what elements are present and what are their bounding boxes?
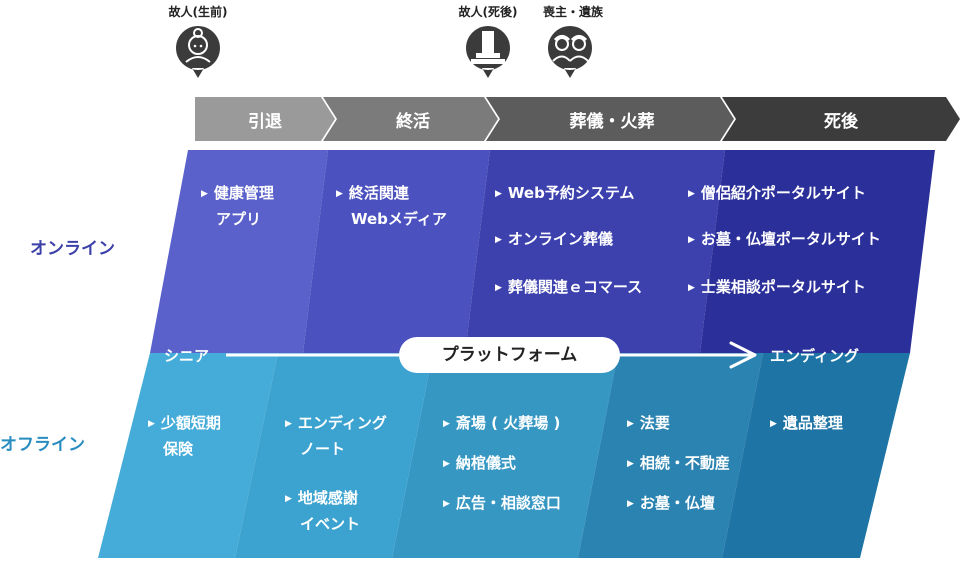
list-item: ▶少額短期保険: [148, 414, 221, 458]
persona-label-deceased-living: 故人(生前): [168, 5, 228, 19]
phase-arrow-retirement: [195, 97, 335, 141]
phase-label-afterlife: 死後: [824, 112, 858, 132]
bullet-arrow-icon: ▶: [627, 459, 634, 469]
phase-arrow-funeral: [486, 97, 734, 141]
bullet-arrow-icon: ▶: [627, 419, 634, 429]
list-item: ▶遺品整理: [770, 414, 843, 432]
grave-icon: [465, 26, 510, 78]
side-label-online: オンライン: [30, 239, 115, 259]
phase-arrow-afterlife: [722, 97, 960, 141]
list-item: ▶納棺儀式: [443, 454, 516, 472]
list-item: ▶葬儀関連ｅコマース: [495, 278, 643, 296]
offline-col2-band: [235, 353, 433, 558]
bullet-arrow-icon: ▶: [770, 419, 777, 429]
bullet-arrow-icon: ▶: [688, 235, 695, 245]
bullet-arrow-icon: ▶: [285, 494, 292, 504]
phase-label-retirement: 引退: [248, 112, 282, 132]
bullet-arrow-icon: ▶: [148, 419, 155, 429]
list-item: ▶相続・不動産: [627, 454, 730, 472]
bullet-arrow-icon: ▶: [688, 283, 695, 293]
online-col4-band: [700, 150, 935, 353]
list-item: ▶健康管理アプリ: [201, 184, 274, 228]
bullet-arrow-icon: ▶: [201, 189, 208, 199]
side-label-offline: オフライン: [0, 435, 85, 455]
elderly-person-icon: [175, 26, 220, 78]
list-item: ▶広告・相談窓口: [443, 494, 561, 512]
offline-col5-band: [722, 353, 910, 558]
offline-col4-band: [578, 353, 763, 558]
online-col2-band: [303, 150, 490, 353]
phase-label-shukatsu: 終活: [396, 112, 430, 132]
list-item: ▶斎場 ( 火葬場 ): [443, 414, 561, 432]
persona-label-deceased-after: 故人(死後): [458, 5, 518, 19]
persona-label-bereaved: 喪主・遺族: [542, 5, 604, 19]
online-col1-band: [150, 150, 328, 353]
list-item: ▶地域感謝イベント: [285, 489, 361, 533]
platform-pill: プラットフォーム: [399, 337, 620, 373]
list-item: ▶Web予約システム: [495, 184, 635, 202]
list-item: ▶士業相談ポータルサイト: [688, 278, 866, 296]
list-item: ▶お墓・仏壇: [627, 494, 715, 512]
bullet-arrow-icon: ▶: [285, 419, 292, 429]
axis-label-senior: シニア: [164, 347, 210, 365]
bullet-arrow-icon: ▶: [688, 189, 695, 199]
list-item: ▶法要: [627, 414, 670, 432]
list-item: ▶僧侶紹介ポータルサイト: [688, 184, 866, 202]
bullet-arrow-icon: ▶: [443, 459, 450, 469]
phase-label-funeral: 葬儀・火葬: [569, 112, 655, 132]
bullet-arrow-icon: ▶: [336, 189, 343, 199]
offline-col1-band: [98, 353, 278, 558]
platform-axis-arrowhead: [729, 341, 757, 369]
online-col3-band: [465, 150, 725, 353]
list-item: ▶エンディングノート: [285, 414, 387, 458]
bullet-arrow-icon: ▶: [443, 499, 450, 509]
bullet-arrow-icon: ▶: [495, 189, 502, 199]
bullet-arrow-icon: ▶: [627, 499, 634, 509]
list-item: ▶オンライン葬儀: [495, 230, 613, 248]
bullet-arrow-icon: ▶: [495, 235, 502, 245]
offline-col3-band: [392, 353, 618, 558]
bereaved-family-icon: [547, 26, 592, 78]
phase-arrow-shukatsu: [323, 97, 498, 141]
list-item: ▶お墓・仏壇ポータルサイト: [688, 230, 881, 248]
bullet-arrow-icon: ▶: [443, 419, 450, 429]
bullet-arrow-icon: ▶: [495, 283, 502, 293]
axis-label-ending: エンディング: [770, 347, 859, 365]
